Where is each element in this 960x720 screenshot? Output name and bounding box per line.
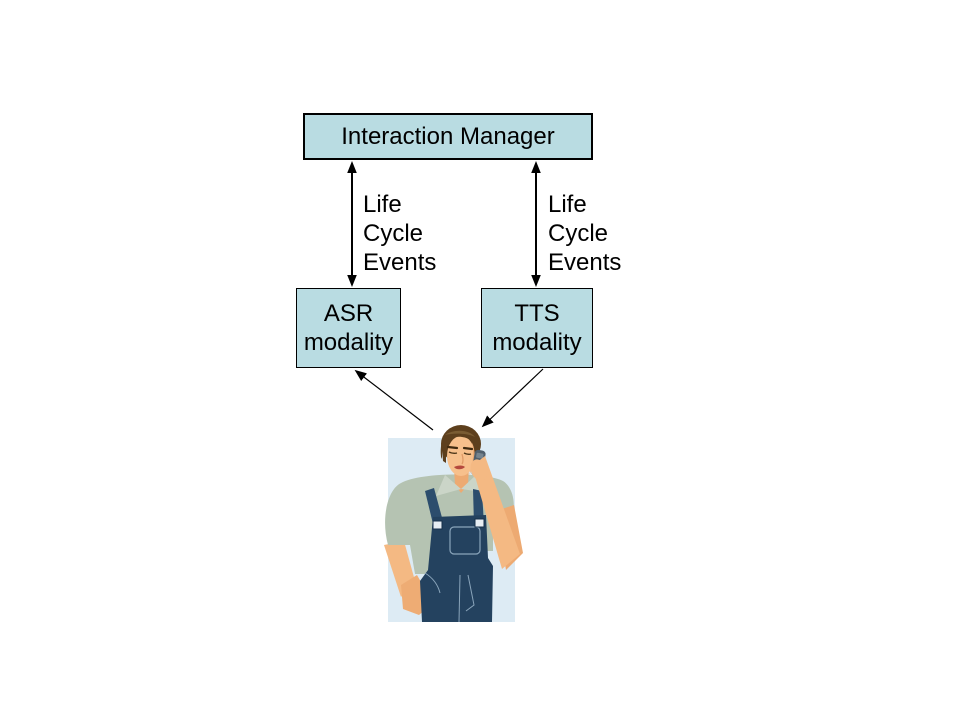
lifecycle-events-label-right: Life Cycle Events [548,191,622,276]
node-label: ASR modality [303,300,394,356]
tts-modality-box: TTS modality [481,288,593,368]
lifecycle-events-label-left: Life Cycle Events [363,191,437,276]
phone-icon [471,449,486,477]
interaction-manager-box: Interaction Manager [303,113,593,160]
tts-to-user-arrow [481,368,544,428]
illustration-backdrop [388,438,515,622]
user-to-asr-arrow [354,369,434,431]
lifecycle-arrow-asr [347,161,357,287]
man-on-phone-illustration [384,425,523,623]
node-label: TTS modality [492,300,582,356]
lifecycle-arrow-tts [531,161,541,287]
man-figure [384,425,523,623]
asr-modality-box: ASR modality [296,288,401,368]
man-head [440,425,481,476]
node-label: Interaction Manager [341,123,555,150]
